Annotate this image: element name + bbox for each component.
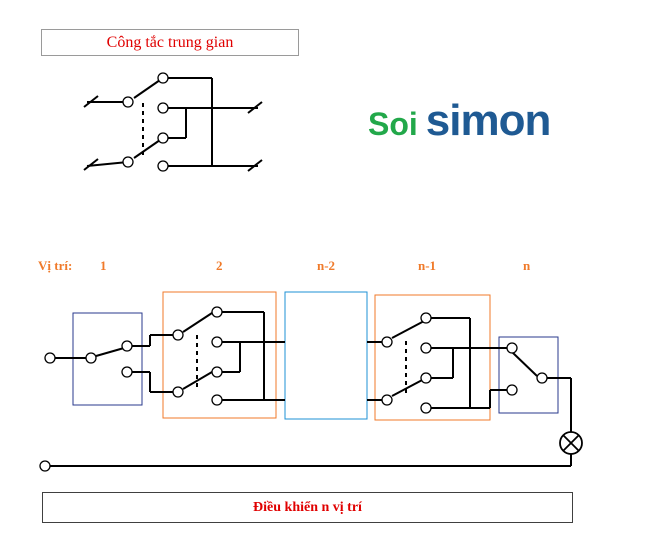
- position-n-2-label: n-2: [317, 258, 336, 273]
- lamp-icon: [559, 431, 583, 455]
- position-1-label: 1: [100, 258, 107, 273]
- circuit-wires: [49, 311, 572, 467]
- position-n-1-label: n-1: [418, 258, 437, 273]
- footer-caption: Điều khiển n vị trí: [42, 492, 573, 523]
- switch-box-n-1: [374, 294, 491, 421]
- switch-box-n-2: [284, 291, 368, 420]
- symbol-terminals: [122, 72, 169, 172]
- logo-text-simon: simon: [425, 96, 552, 145]
- logo-text-soi: Soi: [368, 106, 418, 142]
- position-label: Vị trí:: [38, 258, 73, 273]
- circuit-mechanical-links: [196, 335, 407, 395]
- switch-box-n: [498, 336, 559, 414]
- switch-box-2: [162, 291, 277, 419]
- intermediate-switch-symbol: [83, 72, 263, 172]
- symbol-ticks: [83, 95, 263, 172]
- circuit-terminals: [39, 306, 548, 472]
- symbol-wires: [86, 77, 258, 167]
- diagram-title: Công tắc trung gian: [41, 29, 299, 56]
- position-2-label: 2: [216, 258, 223, 273]
- position-n-label: n: [523, 258, 531, 273]
- simon-logo: Soi simon: [368, 96, 552, 146]
